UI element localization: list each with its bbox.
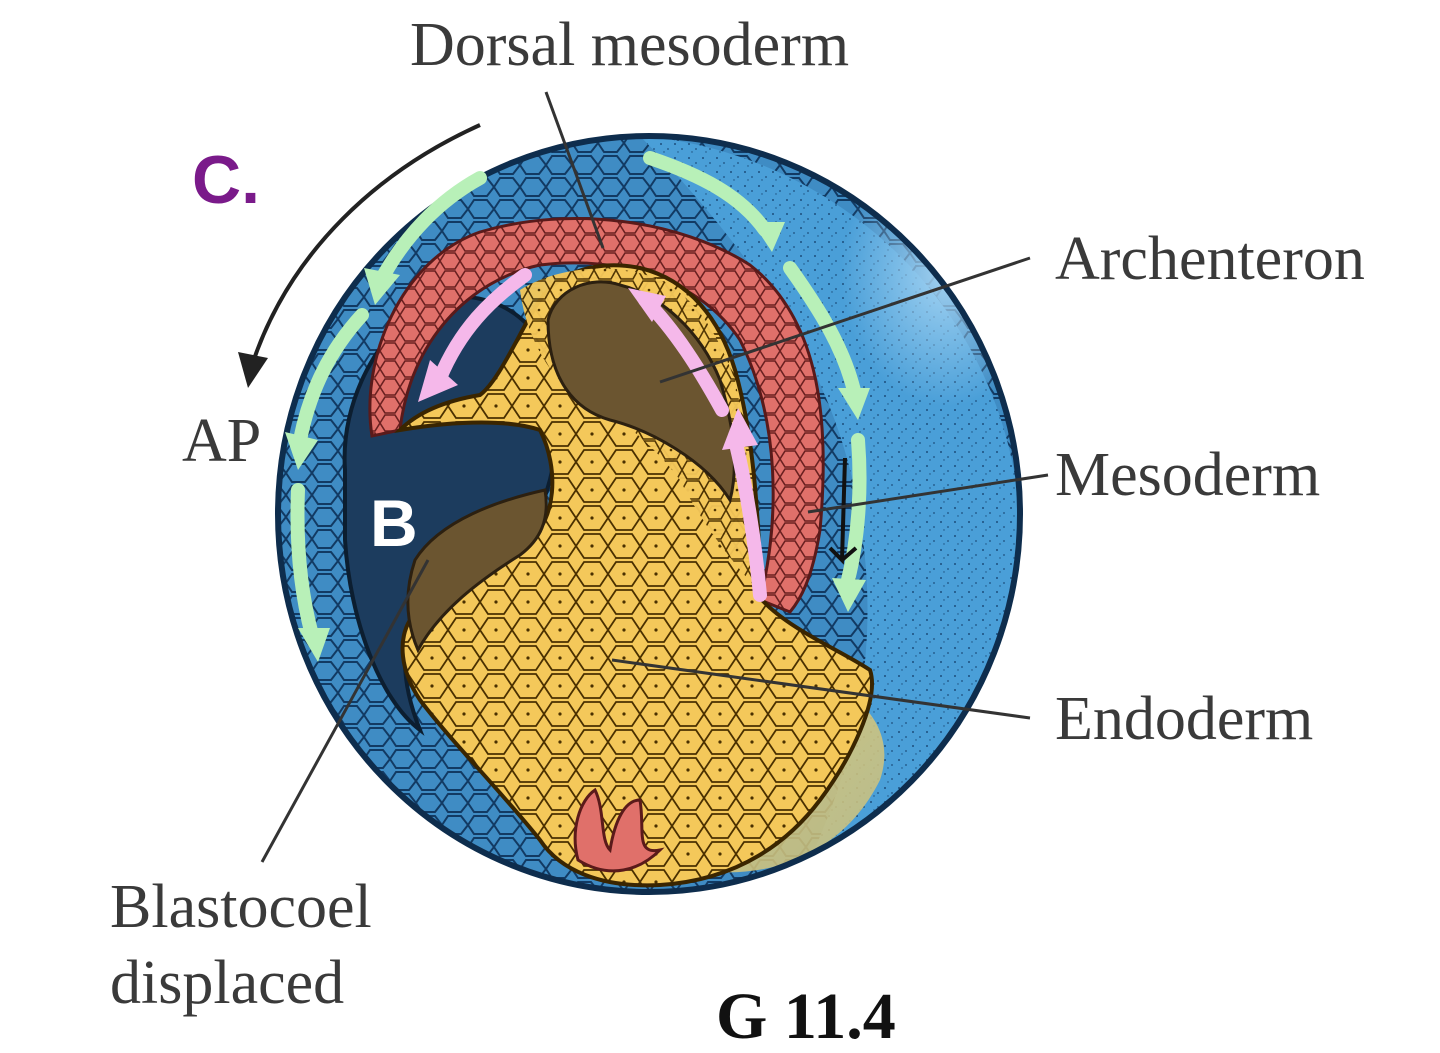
label-endoderm: Endoderm: [1055, 685, 1314, 753]
leader-lines: [260, 91, 1049, 863]
mesoderm-layer: [368, 217, 825, 614]
displaced-blastocoel-floor: [406, 488, 548, 654]
label-mesoderm: Mesoderm: [1055, 441, 1321, 509]
embryo-diagram: [238, 91, 1049, 895]
blastopore-lip-icon: [573, 787, 665, 873]
ectoderm-movement-arrows: [290, 151, 867, 642]
ectoderm-arrowheads: [285, 222, 870, 662]
label-blastocoel: Blastocoel: [110, 873, 372, 941]
panel-letter: C.: [192, 142, 260, 218]
figure-reference: G 11.4: [716, 980, 896, 1053]
label-ap: AP: [182, 407, 262, 475]
label-dorsal-mesoderm: Dorsal mesoderm: [410, 11, 850, 79]
involution-arrowheads: [418, 288, 758, 450]
blastocoel-marker: B: [370, 486, 418, 560]
label-displaced: displaced: [110, 949, 345, 1017]
mesoderm-arrow-icon: [828, 457, 858, 565]
rotation-arrow-icon: [238, 123, 481, 388]
label-archenteron: Archenteron: [1055, 225, 1365, 293]
